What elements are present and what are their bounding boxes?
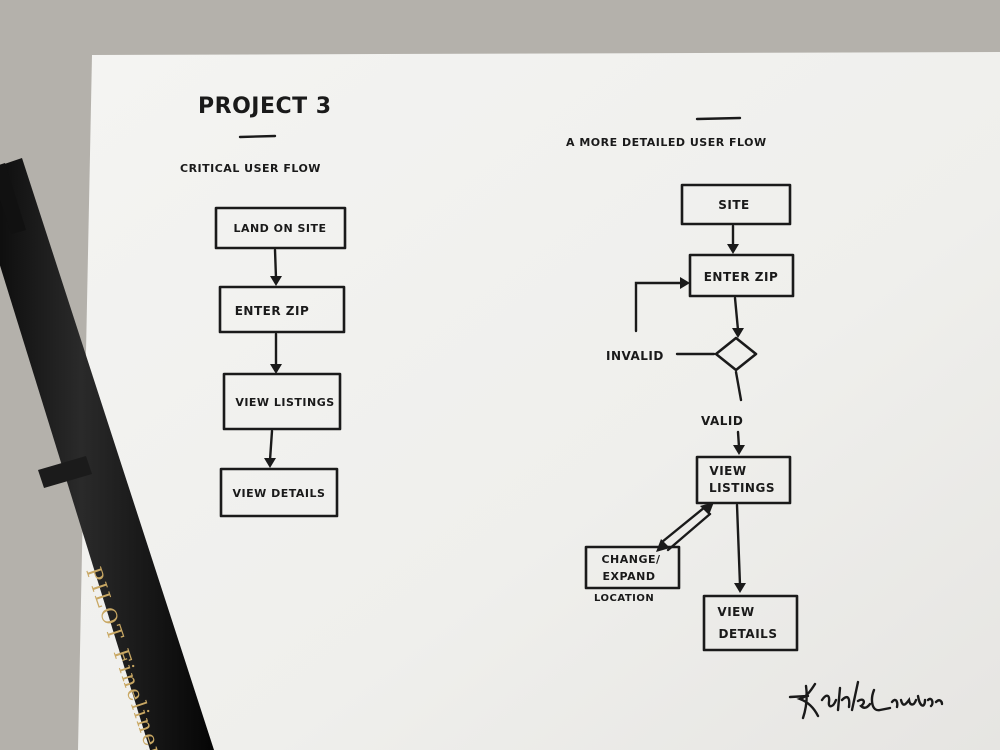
view-listings-label-line2: LISTINGS [709, 481, 775, 495]
pen-band [38, 456, 92, 488]
arrow-head [733, 445, 745, 455]
view-listings-box [695, 455, 792, 505]
pen-clip-ridge [0, 163, 26, 234]
detailed-user-flow-diagram: A MORE DETAILED USER FLOW SITE ENTER ZIP… [566, 116, 799, 652]
enter-zip-label: ENTER ZIP [235, 304, 310, 318]
critical-user-flow-diagram: PROJECT 3 CRITICAL USER FLOW LAND ON SIT… [180, 94, 347, 518]
detailed-flow-title: A MORE DETAILED USER FLOW [566, 136, 767, 149]
enter-zip-box [688, 253, 795, 298]
arrow-head [727, 244, 739, 254]
change-expand-label-line2: EXPAND [603, 570, 656, 583]
valid-label: VALID [701, 414, 743, 428]
arrow-head [732, 328, 744, 338]
change-expand-box [584, 545, 681, 590]
arrow-head [264, 458, 276, 468]
enter-zip-box [218, 285, 346, 334]
pen-body [0, 158, 214, 750]
change-location-double-arrow [660, 505, 712, 552]
view-details-box [219, 467, 339, 518]
paper-sheet [78, 52, 1000, 750]
view-details-box [702, 594, 799, 652]
arrow-head [270, 364, 282, 374]
critical-flow-subtitle: CRITICAL USER FLOW [180, 162, 321, 175]
view-details-label-line2: DETAILS [719, 627, 778, 641]
invalid-loop-line [634, 281, 716, 356]
arrow-head [270, 276, 282, 286]
view-details-label: VIEW DETAILS [233, 487, 326, 500]
view-listings-box [222, 372, 342, 431]
signature [788, 680, 944, 720]
flow-arrow [734, 370, 743, 402]
arrow-head [700, 502, 714, 515]
flow-arrow [735, 503, 742, 587]
site-label: SITE [718, 198, 750, 212]
land-on-site-label: LAND ON SITE [233, 222, 326, 235]
arrow-head [656, 539, 670, 552]
arrow-head [680, 277, 690, 289]
view-details-label-line1: VIEW [717, 605, 754, 619]
change-expand-label-line1: CHANGE/ [601, 553, 661, 566]
view-listings-label-line1: VIEW [709, 464, 746, 478]
site-box [680, 183, 792, 226]
flow-arrow [733, 296, 740, 332]
arrow-head [734, 583, 746, 593]
flow-arrow [273, 248, 278, 280]
land-on-site-box [214, 206, 347, 250]
location-label: LOCATION [594, 593, 654, 604]
flow-arrow [736, 430, 741, 449]
project-title: PROJECT 3 [198, 94, 332, 119]
enter-zip-label: ENTER ZIP [704, 270, 779, 284]
title-overline [695, 116, 742, 121]
view-listings-label: VIEW LISTINGS [235, 396, 334, 409]
flow-arrow [268, 429, 274, 462]
invalid-label: INVALID [606, 349, 664, 363]
validation-decision-diamond [714, 336, 758, 372]
title-underline [238, 134, 277, 139]
